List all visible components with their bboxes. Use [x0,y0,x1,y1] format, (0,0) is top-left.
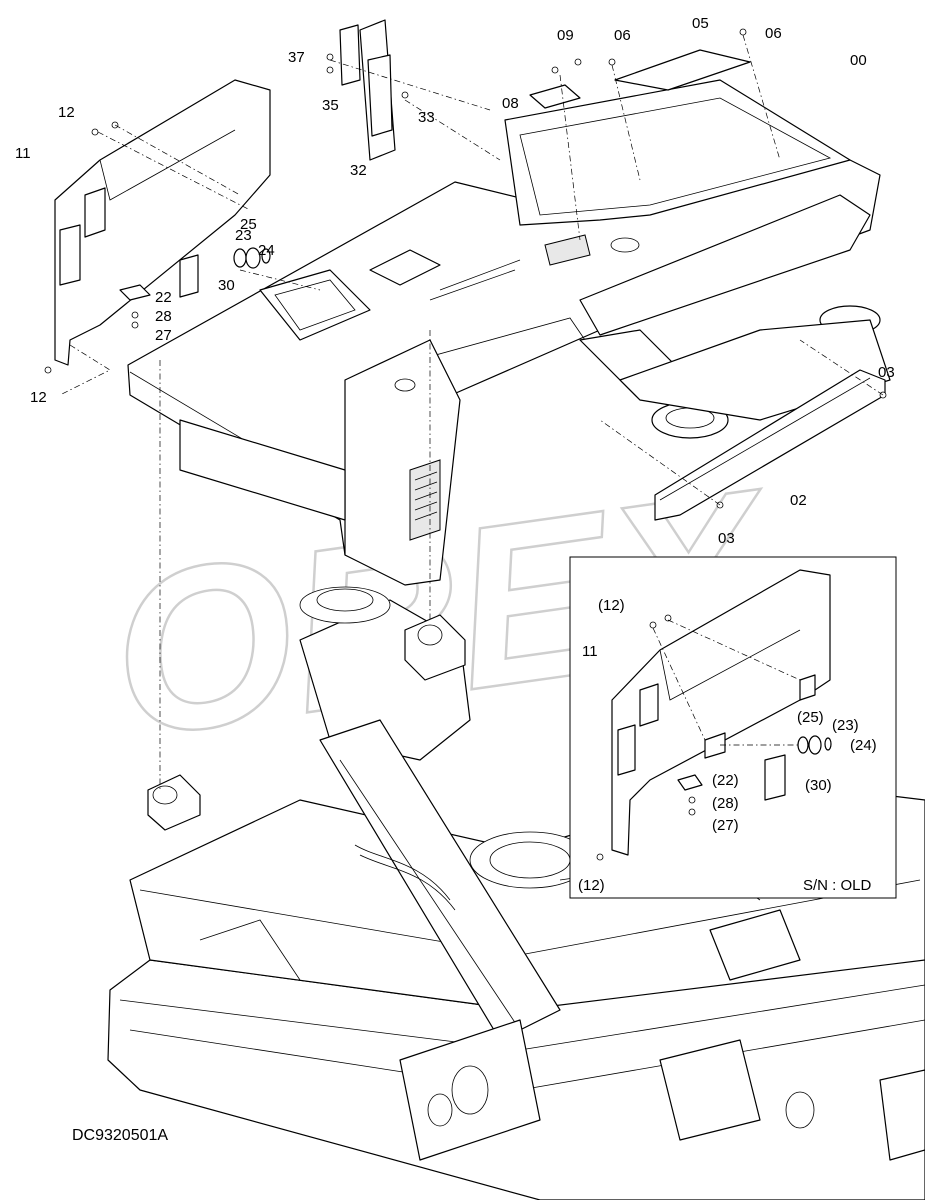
plate-05 [614,49,751,91]
bracket-32 [339,19,396,161]
assembly-lines [59,34,884,790]
callout-27: 27 [155,327,172,344]
part-30 [179,254,199,298]
inset-callout-12b: (12) [578,877,605,894]
inset-callout-27: (27) [712,817,739,834]
inset-title: S/N : OLD [803,877,872,894]
callout-33: 33 [418,109,435,126]
callout-00: 00 [850,52,867,69]
callout-28: 28 [155,308,172,325]
inset-callout-30: (30) [805,777,832,794]
cover-11 [54,79,271,366]
upper-frame [127,79,891,586]
callout-05: 05 [692,15,709,32]
inset-callout-24: (24) [850,737,877,754]
inset-callout-22: (22) [712,772,739,789]
lower-frame [107,586,925,1200]
drawing-code: DC9320501A [72,1127,168,1144]
callout-02: 02 [790,492,807,509]
callout-08: 08 [502,95,519,112]
callout-23: 23 [235,227,252,244]
inset-callout-labels: 11 (12) (12) (22) (23) (24) (25) (27) (2… [578,597,877,894]
inset-callout-23: (23) [832,717,859,734]
inset-callout-28: (28) [712,795,739,812]
callout-32: 32 [350,162,367,179]
callout-09: 09 [557,27,574,44]
callout-24: 24 [258,242,275,259]
inset-callout-25: (25) [797,709,824,726]
callout-labels: 00 02 03 03 05 06 06 08 09 11 12 12 22 2… [15,15,895,547]
callout-11: 11 [15,145,31,162]
fasteners [44,28,887,509]
plate-08 [529,84,581,109]
callout-25: 25 [240,216,257,233]
inset-old-serial [569,556,897,899]
part-22 [119,284,151,301]
callout-12a: 12 [58,104,75,121]
inset-callout-12a: (12) [598,597,625,614]
callout-37: 37 [288,49,305,66]
inset-callout-11: 11 [582,643,598,660]
callout-06b: 06 [765,25,782,42]
callout-35: 35 [322,97,339,114]
callout-03a: 03 [878,364,895,381]
part-23-24-25 [233,247,271,269]
callout-03b: 03 [718,530,735,547]
callout-06a: 06 [614,27,631,44]
callout-12b: 12 [30,389,47,406]
callout-30: 30 [218,277,235,294]
callout-22: 22 [155,289,172,306]
